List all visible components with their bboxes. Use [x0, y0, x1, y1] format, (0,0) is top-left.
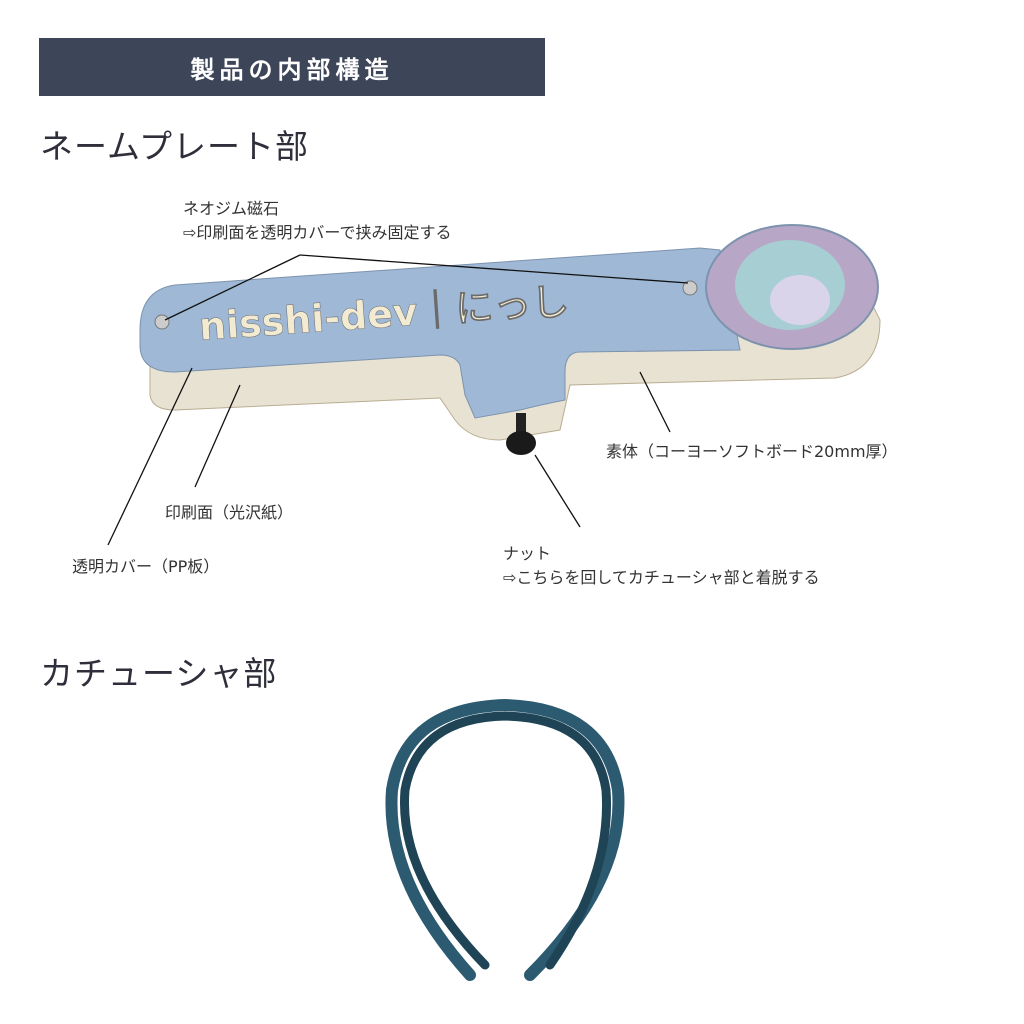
magnet-left [154, 314, 170, 330]
body-annotation: 素体（コーヨーソフトボード20mm厚） [606, 442, 898, 461]
print-annotation: 印刷面（光沢紙） [165, 503, 294, 522]
nut-desc: ⇨こちらを回してカチューシャ部と着脱する [503, 568, 820, 587]
headband-heading: カチューシャ部 [40, 654, 278, 693]
magnet-desc: ⇨印刷面を透明カバーで挟み固定する [183, 223, 452, 242]
nameplate-heading: ネームプレート部 [40, 127, 310, 166]
magnet-label: ネオジム磁石 [183, 199, 280, 218]
cover-annotation: 透明カバー（PP板） [72, 557, 220, 576]
magnet-right [682, 280, 698, 296]
nut-annotation: ナット ⇨こちらを回してカチューシャ部と着脱する [503, 542, 820, 590]
magnet-annotation: ネオジム磁石 ⇨印刷面を透明カバーで挟み固定する [183, 197, 451, 245]
nut-bolt [516, 413, 526, 435]
nut-knob [506, 431, 536, 455]
section-banner: 製品の内部構造 [39, 38, 545, 96]
nameplate-top [139, 247, 741, 419]
headband-illustration [385, 698, 625, 981]
leader-lines [107, 254, 689, 546]
nut-label: ナット [503, 544, 552, 563]
banner-title: 製品の内部構造 [190, 55, 394, 84]
